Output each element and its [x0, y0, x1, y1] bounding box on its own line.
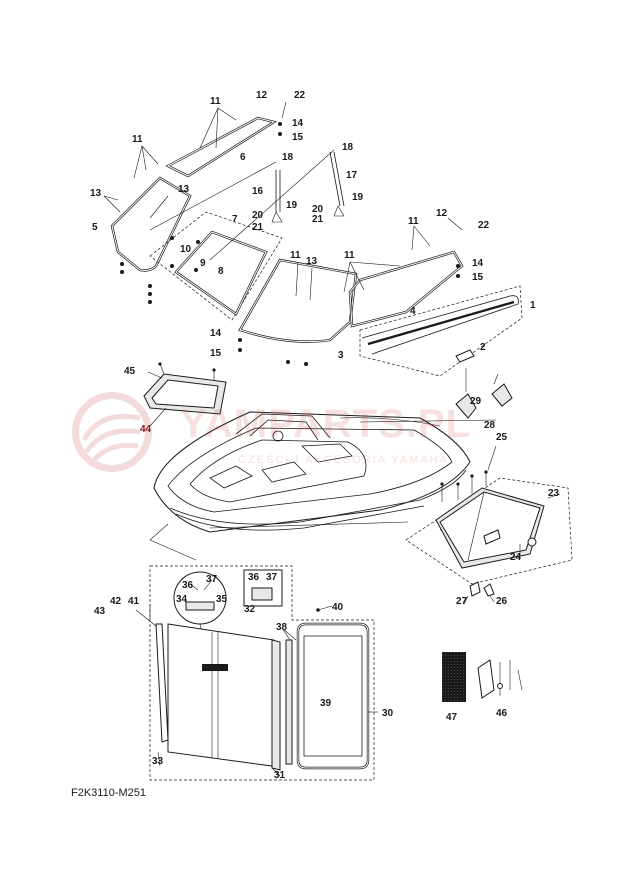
watermark-subtext: CZĘŚCI I AKCESORIA YAMAHA [238, 454, 449, 466]
callout-44: 44 [140, 424, 152, 435]
cleat-28 [455, 368, 513, 419]
callout-11c: 11 [408, 216, 419, 227]
callout-41: 41 [128, 596, 140, 607]
callout-21b: 21 [312, 214, 324, 225]
callout-20b: 20 [312, 204, 324, 215]
callout-14b: 14 [472, 258, 484, 269]
callout-13a: 13 [90, 188, 102, 199]
hardware-fasteners [120, 122, 460, 366]
trim-strip-1 [361, 295, 519, 355]
callout-6: 6 [240, 152, 246, 163]
callout-39: 39 [320, 698, 332, 709]
drawing-code: F2K3110-M251 [71, 787, 147, 799]
callout-43: 43 [94, 606, 106, 617]
callout-17: 17 [346, 170, 358, 181]
callout-37a: 37 [206, 574, 218, 585]
callout-14c: 14 [210, 328, 222, 339]
hatch-cover-23 [405, 445, 573, 605]
callout-labels: 1 2 3 4 5 6 7 8 9 10 11 11 11 11 11 12 1… [90, 90, 560, 781]
callout-26: 26 [496, 596, 508, 607]
callout-22a: 22 [294, 90, 306, 101]
callout-28: 28 [484, 420, 496, 431]
callout-4: 4 [410, 306, 416, 317]
callout-34: 34 [176, 594, 188, 605]
callout-22b: 22 [478, 220, 490, 231]
callout-13b: 13 [178, 184, 190, 195]
callout-1: 1 [530, 300, 536, 311]
tool-kit-46 [477, 659, 523, 699]
callout-30: 30 [382, 708, 394, 719]
watermark-logo-icon [72, 392, 152, 472]
callout-3: 3 [338, 350, 344, 361]
callout-37b: 37 [266, 572, 278, 583]
callout-45: 45 [124, 366, 136, 377]
support-post-17 [329, 151, 341, 207]
callout-11a: 11 [210, 96, 221, 107]
callout-29: 29 [470, 396, 482, 407]
callout-12b: 12 [436, 208, 448, 219]
callout-15a: 15 [292, 132, 304, 143]
watermark-text: YAMPARTS.PL [180, 402, 472, 446]
callout-7: 7 [232, 214, 238, 225]
callout-36b: 36 [248, 572, 260, 583]
callout-47: 47 [446, 712, 458, 723]
callout-25: 25 [496, 432, 508, 443]
callout-18b: 18 [342, 142, 354, 153]
callout-15c: 15 [210, 348, 222, 359]
callout-16: 16 [252, 186, 264, 197]
windshield-glass-6 [165, 116, 278, 178]
storage-box-45 [143, 362, 227, 427]
callout-14a: 14 [292, 118, 304, 129]
callout-9: 9 [200, 258, 206, 269]
callout-32: 32 [244, 604, 256, 615]
callout-35: 35 [216, 594, 228, 605]
door-frame-39 [296, 622, 370, 770]
callout-42: 42 [110, 596, 122, 607]
callout-8: 8 [218, 266, 224, 277]
clip-2 [455, 349, 475, 363]
callout-21a: 21 [252, 222, 264, 233]
callout-2: 2 [480, 342, 486, 353]
callout-38: 38 [276, 622, 288, 633]
callout-36a: 36 [182, 580, 194, 591]
callout-11d: 11 [290, 250, 301, 261]
callout-23: 23 [548, 488, 560, 499]
decal-47 [442, 652, 466, 702]
windshield-assembly [103, 101, 523, 377]
callout-31: 31 [274, 770, 286, 781]
callout-19b: 19 [352, 192, 364, 203]
door-assembly [135, 565, 378, 781]
callout-18a: 18 [282, 152, 294, 163]
callout-13c: 13 [306, 256, 318, 267]
callout-12a: 12 [256, 90, 268, 101]
callout-10: 10 [180, 244, 192, 255]
callout-15b: 15 [472, 272, 484, 283]
callout-11b: 11 [132, 134, 143, 145]
callout-33: 33 [152, 756, 164, 767]
callout-19a: 19 [286, 200, 298, 211]
callout-11e: 11 [344, 250, 355, 261]
callout-24: 24 [510, 552, 522, 563]
callout-27: 27 [456, 596, 468, 607]
callout-46: 46 [496, 708, 508, 719]
callout-5: 5 [92, 222, 98, 233]
callout-40: 40 [332, 602, 344, 613]
door-panel-33 [167, 623, 275, 767]
callout-20a: 20 [252, 210, 264, 221]
